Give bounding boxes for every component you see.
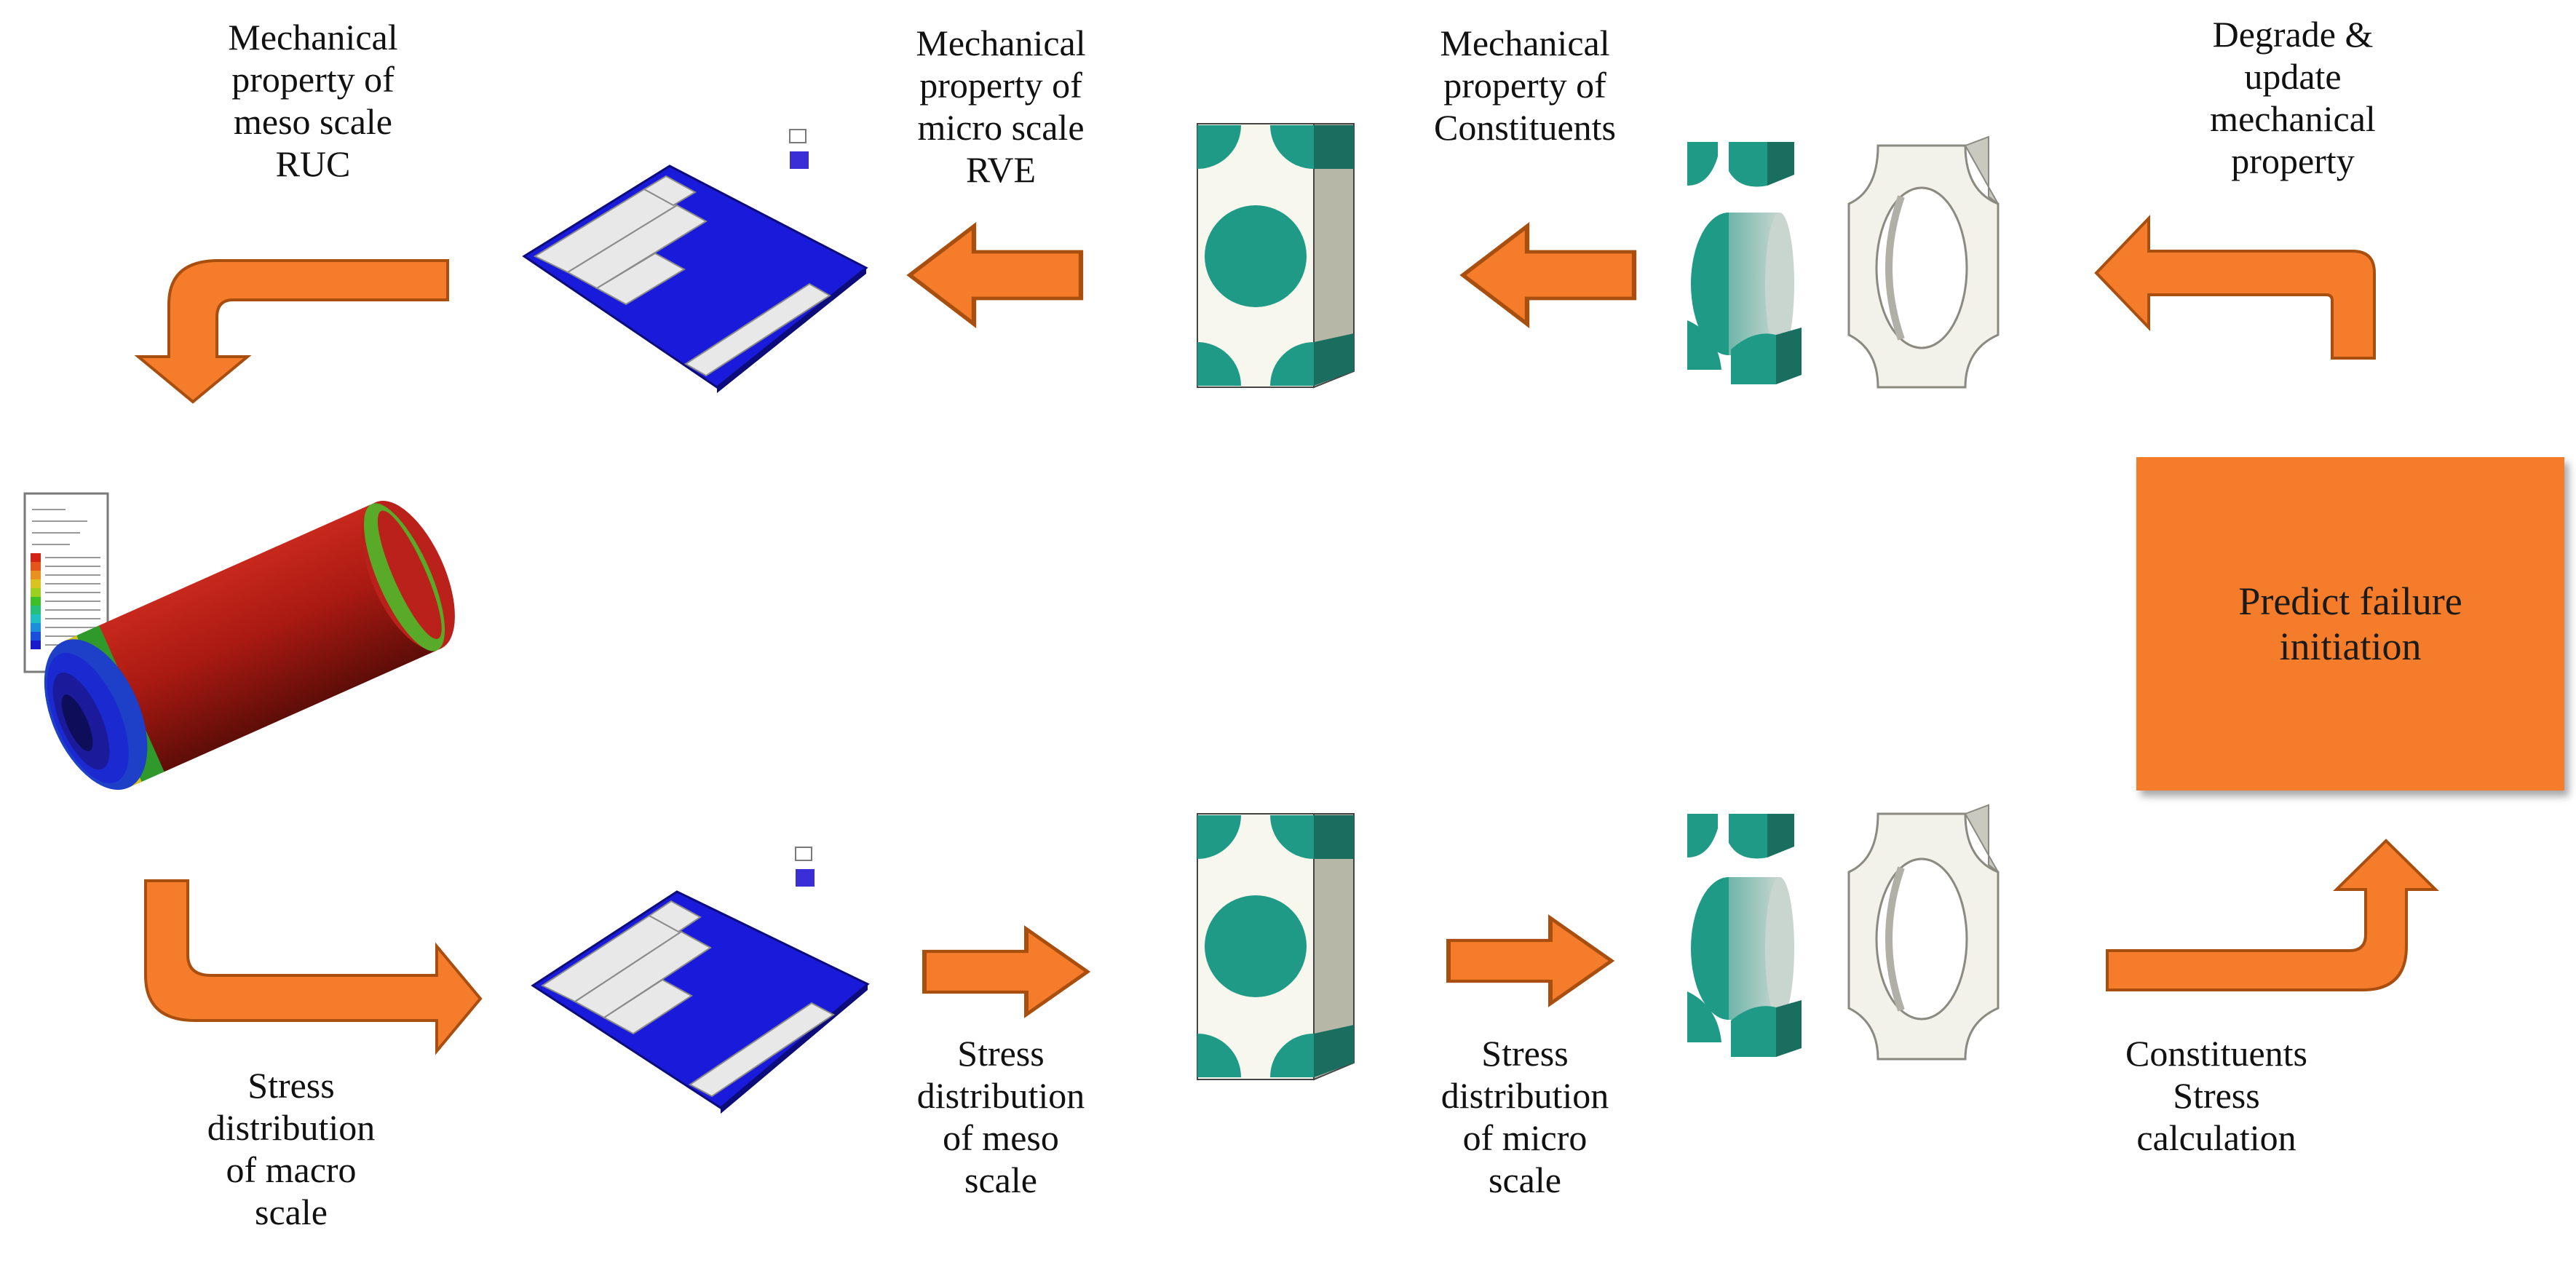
contour-legend-bar [31, 509, 100, 649]
fiber-constituent-icon-bottom [1687, 814, 1802, 1057]
predict-failure-label: Predict failure initiation [2238, 579, 2462, 668]
micro-rve-block-icon-top [1197, 123, 1355, 389]
arrow-top-left-2 [1463, 226, 1634, 324]
label-mech-meso: Mechanical property of meso scale RUC [228, 17, 398, 184]
fiber-constituent-icon-top [1687, 142, 1802, 384]
pressure-vessel-icon [23, 492, 455, 790]
arrow-curved-bottom-right [2106, 839, 2439, 991]
label-stress-meso: Stress distribution of meso scale [916, 1033, 1085, 1200]
meso-ruc-plate-icon-top [522, 129, 868, 393]
predict-failure-box: Predict failure initiation [2136, 457, 2564, 790]
arrow-curved-bottom-left [144, 879, 483, 1055]
label-degrade-update: Degrade & update mechanical property [2210, 14, 2376, 181]
arrow-bottom-right-1 [924, 929, 1087, 1015]
meso-ruc-plate-icon-bottom [531, 847, 870, 1114]
arrow-curved-top-left [134, 259, 449, 404]
arrow-bottom-right-2 [1448, 918, 1612, 1004]
micro-rve-block-icon-bottom [1197, 813, 1355, 1081]
matrix-constituent-icon-top [1847, 135, 2000, 389]
label-mech-micro: Mechanical property of micro scale RVE [916, 23, 1086, 190]
label-mech-constituents: Mechanical property of Constituents [1433, 23, 1617, 148]
matrix-constituent-icon-bottom [1847, 804, 2000, 1061]
label-stress-micro: Stress distribution of micro scale [1440, 1033, 1609, 1200]
arrow-top-left-1 [910, 226, 1081, 324]
label-constituents-stress: Constituents Stress calculation [2125, 1033, 2308, 1158]
label-stress-macro: Stress distribution of macro scale [207, 1065, 376, 1232]
arrow-curved-top-right [2094, 215, 2376, 360]
